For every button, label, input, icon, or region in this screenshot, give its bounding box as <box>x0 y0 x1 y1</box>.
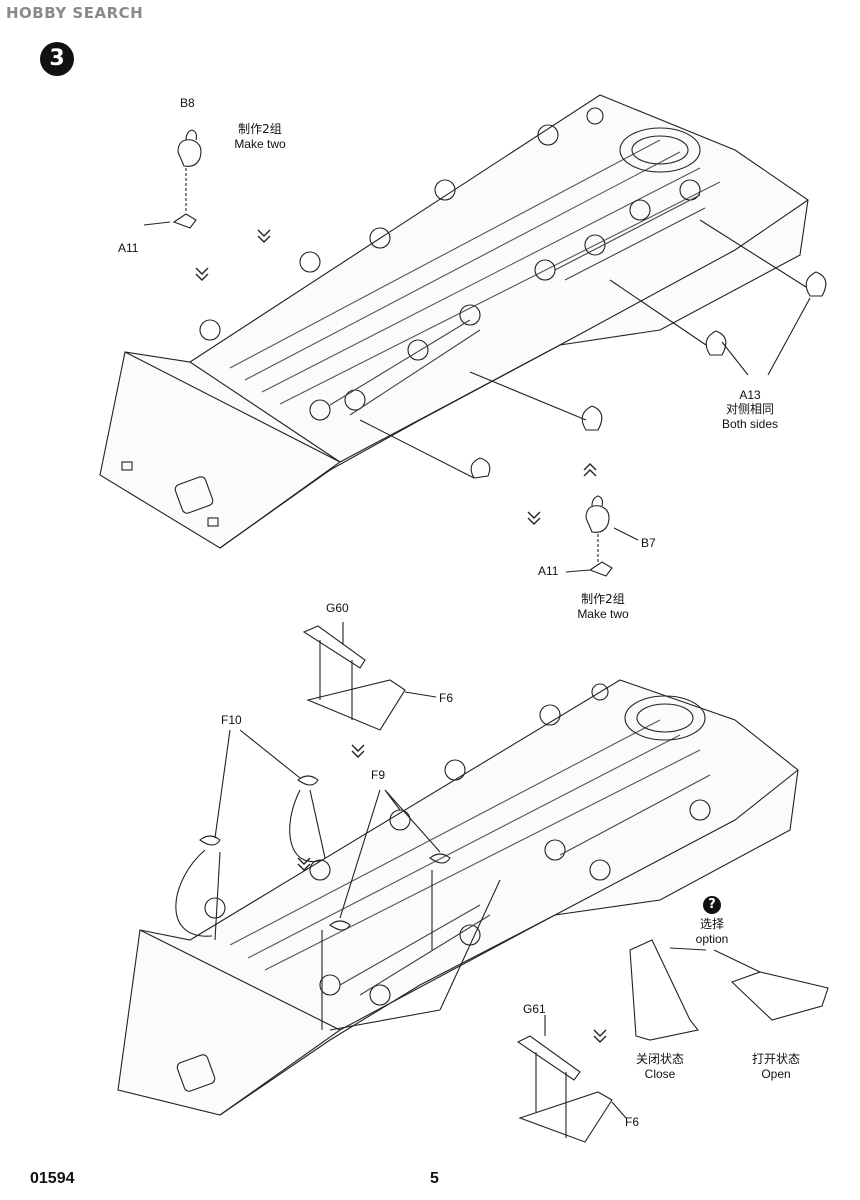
make-two-cn: 制作2组 <box>238 122 282 136</box>
option-cn: 选择 <box>699 917 724 931</box>
both-sides-cn: 对侧相同 <box>725 402 774 416</box>
part-label-g61: G61 <box>523 1002 546 1016</box>
make-two-note-top: 制作2组 Make two <box>220 122 300 151</box>
make-two-en-2: Make two <box>577 607 629 621</box>
make-two-en: Make two <box>234 137 286 151</box>
closed-cn: 关闭状态 <box>635 1052 684 1066</box>
make-two-note-bottom: 制作2组 Make two <box>560 592 646 621</box>
part-label-b7: B7 <box>641 536 656 550</box>
upper-hull-drawing <box>99 94 827 577</box>
part-label-a11-top: A11 <box>118 241 139 255</box>
part-label-b8: B8 <box>180 96 195 110</box>
lower-hull-drawing <box>117 622 829 1143</box>
open-cn: 打开状态 <box>751 1052 800 1066</box>
kit-number: 01594 <box>30 1170 75 1187</box>
closed-state-note: 关闭状态 Close <box>620 1052 700 1081</box>
part-label-a11-bottom: A11 <box>538 564 559 578</box>
make-two-cn-2: 制作2组 <box>581 592 625 606</box>
part-label-f6-top: F6 <box>439 691 454 705</box>
closed-en: Close <box>644 1067 676 1081</box>
option-note: 选择 option <box>680 917 744 946</box>
part-label-f10: F10 <box>221 713 242 727</box>
open-en: Open <box>761 1067 791 1081</box>
step-number-badge: 3 <box>40 42 74 76</box>
both-sides-en: Both sides <box>721 417 779 431</box>
part-label-a13: A13 <box>739 388 761 402</box>
part-label-f9: F9 <box>371 768 386 782</box>
watermark-logo: HOBBY SEARCH <box>6 4 144 22</box>
a13-note: A13 对侧相同 Both sides <box>700 388 800 431</box>
part-label-g60: G60 <box>326 601 349 615</box>
option-en: option <box>695 932 729 946</box>
page-number: 5 <box>430 1170 439 1187</box>
option-question-icon: ? <box>703 896 721 914</box>
open-state-note: 打开状态 Open <box>736 1052 816 1081</box>
part-label-f6-bottom: F6 <box>625 1115 640 1129</box>
